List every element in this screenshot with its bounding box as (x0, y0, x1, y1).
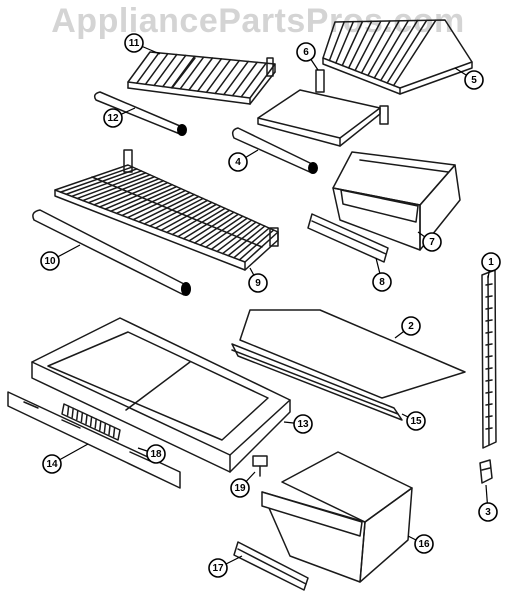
top-glass-shelf (322, 19, 473, 95)
long-front-trim (32, 209, 191, 296)
callout-circle (103, 108, 123, 128)
callout-12: 12 (103, 108, 123, 128)
callout-11: 11 (124, 33, 144, 53)
callout-number: 2 (408, 321, 414, 332)
callout-circle (230, 478, 250, 498)
callout-circle (40, 251, 60, 271)
callout-circle (414, 534, 434, 554)
callout-circle (478, 502, 498, 522)
callout-number: 11 (129, 38, 140, 49)
callout-circle (422, 232, 442, 252)
callout-number: 3 (485, 507, 491, 518)
callout-3: 3 (478, 502, 498, 522)
callout-circle (293, 414, 313, 434)
callout-circle (464, 70, 484, 90)
callout-5: 5 (464, 70, 484, 90)
middle-front-trim (231, 127, 318, 174)
callout-number: 7 (429, 237, 435, 248)
callout-circle (481, 252, 501, 272)
callout-number: 4 (235, 157, 241, 168)
callout-circle (406, 411, 426, 431)
callout-number: 19 (234, 483, 246, 494)
callout-2: 2 (401, 316, 421, 336)
callout-19: 19 (230, 478, 250, 498)
callout-15: 15 (406, 411, 426, 431)
callout-7: 7 (422, 232, 442, 252)
callout-number: 17 (212, 563, 224, 574)
callout-circle (372, 272, 392, 292)
callout-circle (208, 558, 228, 578)
crisper-slide-rail (233, 541, 309, 591)
callout-4: 4 (228, 152, 248, 172)
callout-9: 9 (248, 273, 268, 293)
support-clip (479, 459, 493, 484)
cantilever-shelf (257, 69, 389, 147)
callout-number: 15 (410, 416, 422, 427)
callout-13: 13 (293, 414, 313, 434)
humidity-control (61, 403, 121, 441)
callout-circle (42, 454, 62, 474)
callout-number: 12 (107, 113, 119, 124)
callout-number: 14 (46, 459, 58, 470)
callout-number: 10 (44, 256, 56, 267)
callout-number: 9 (255, 278, 261, 289)
callout-circle (124, 33, 144, 53)
crisper-cover-trim (231, 343, 403, 421)
callout-number: 6 (303, 47, 309, 58)
large-wire-shelf (54, 149, 279, 271)
callout-number: 1 (488, 257, 494, 268)
callout-1: 1 (481, 252, 501, 272)
callout-circle (401, 316, 421, 336)
callout-10: 10 (40, 251, 60, 271)
callout-circle (296, 42, 316, 62)
callout-18: 18 (146, 444, 166, 464)
callout-number: 5 (471, 75, 477, 86)
crisper-cover-glass (239, 309, 466, 399)
callout-16: 16 (414, 534, 434, 554)
callout-number: 8 (379, 277, 385, 288)
callout-14: 14 (42, 454, 62, 474)
callout-number: 16 (418, 539, 430, 550)
deli-drawer (332, 151, 461, 251)
callout-number: 18 (150, 449, 162, 460)
callout-number: 13 (297, 419, 309, 430)
callout-circle (248, 273, 268, 293)
crisper-bin (261, 451, 413, 583)
small-wire-shelf (127, 51, 276, 105)
vertical-shelf-support (481, 269, 497, 449)
control-knob (252, 455, 268, 477)
callout-17: 17 (208, 558, 228, 578)
callout-8: 8 (372, 272, 392, 292)
crisper-front-panel (7, 391, 181, 489)
crisper-pan-frame (31, 317, 291, 473)
callout-6: 6 (296, 42, 316, 62)
small-front-trim (93, 91, 187, 136)
callout-circle (228, 152, 248, 172)
callout-circle (146, 444, 166, 464)
drawer-slide-rail (307, 213, 389, 263)
